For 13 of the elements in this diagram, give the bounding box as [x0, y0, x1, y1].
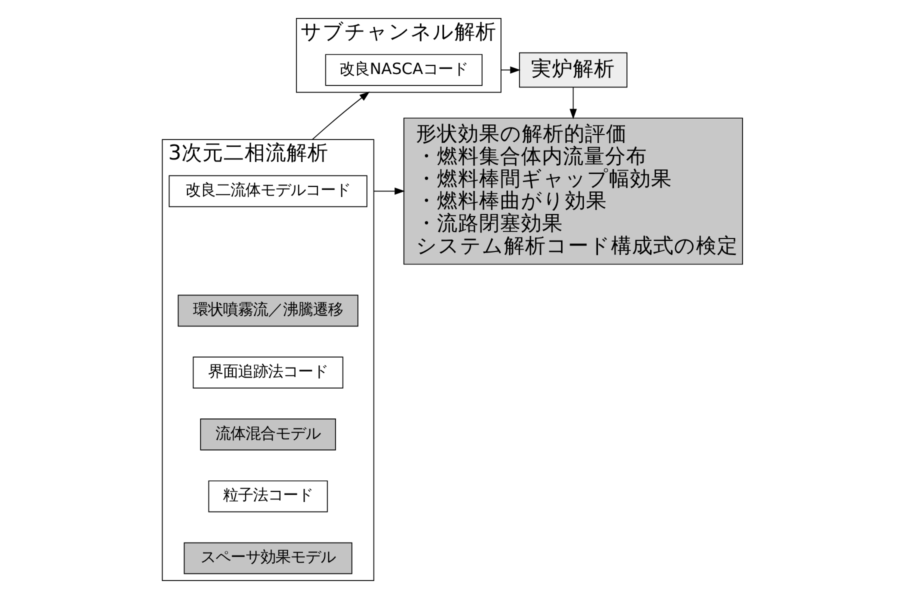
- node-box: 改良NASCAコード: [325, 54, 483, 86]
- arrow: [570, 86, 577, 120]
- node-box: 界面追跡法コード: [192, 356, 344, 388]
- node-box: 環状噴霧流／沸騰遷移: [178, 294, 358, 327]
- node-box: 流体混合モデル: [200, 418, 336, 450]
- node-box: スペーサ効果モデル: [184, 542, 352, 574]
- arrow: [373, 188, 405, 195]
- arrow: [312, 92, 370, 140]
- node-box: 粒子法コード: [208, 480, 328, 512]
- node-box: 形状効果の解析的評価 ・燃料集合体内流量分布 ・燃料棒間ギャップ幅効果 ・燃料棒曲がり効果 ・流路閉塞効果 システム解析コード構成式の検定: [403, 118, 743, 265]
- node-box: 改良二流体モデルコード: [168, 175, 368, 208]
- node-box: 実炉解析: [519, 52, 628, 88]
- arrow: [500, 66, 520, 74]
